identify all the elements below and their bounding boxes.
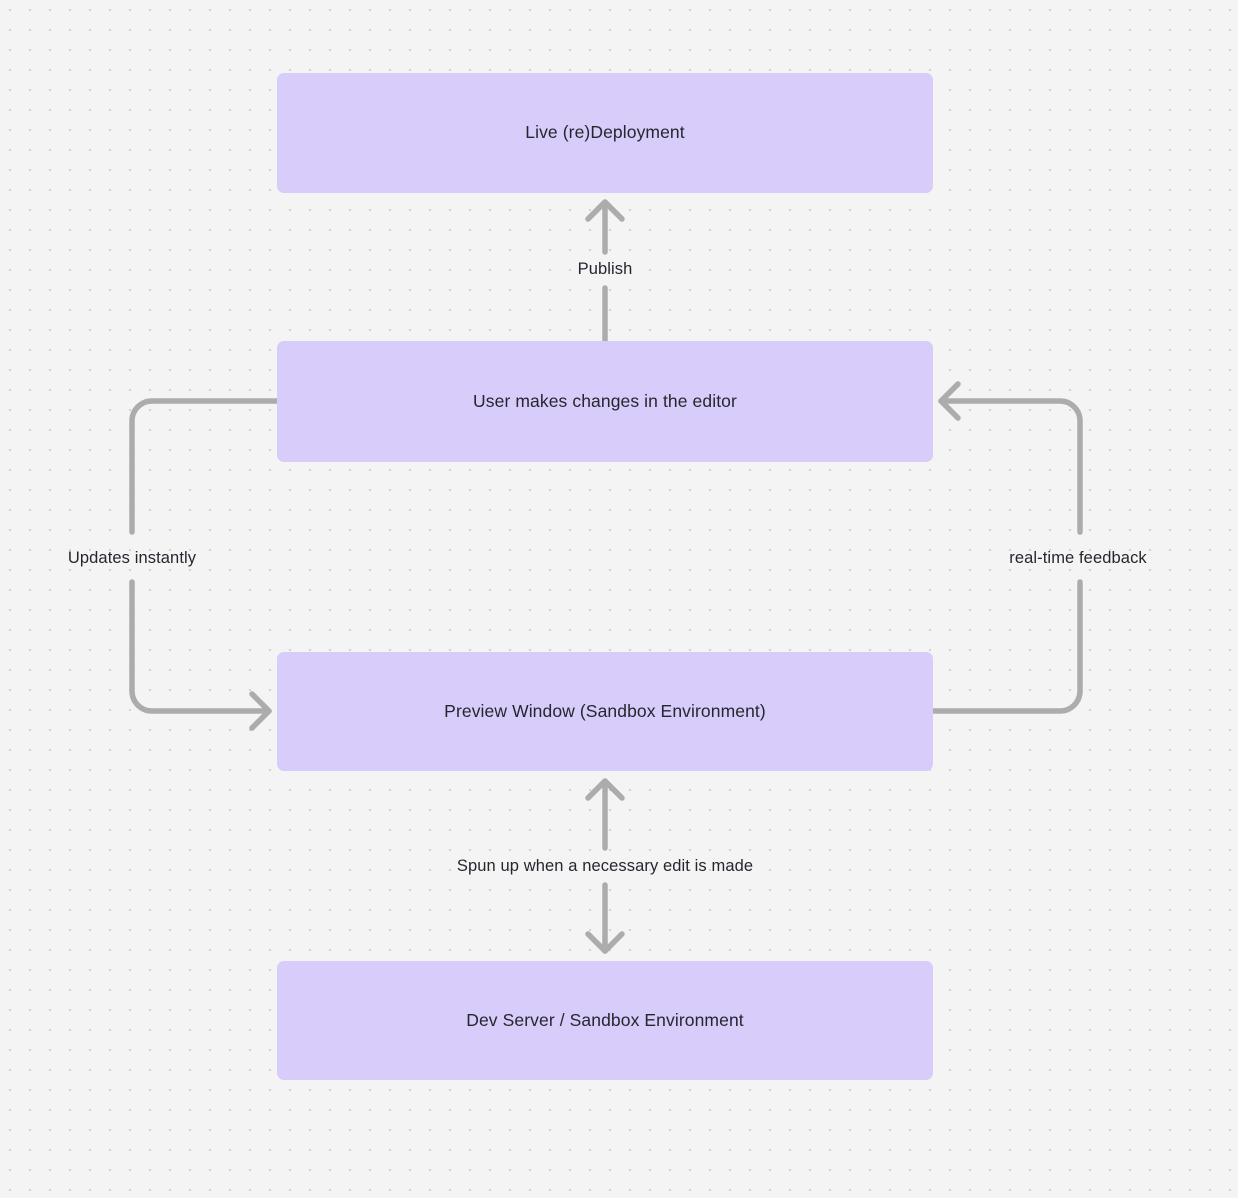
node-preview-window[interactable]: Preview Window (Sandbox Environment) [277,652,933,771]
edge-spun-arrowhead-up [585,778,625,801]
node-live-redeployment[interactable]: Live (re)Deployment [277,73,933,193]
node-dev-server[interactable]: Dev Server / Sandbox Environment [277,961,933,1080]
edge-spun-arrowhead-down [585,931,625,954]
edge-label-publish: Publish [577,259,633,278]
edge-label-real-time-feedback: real-time feedback [1009,548,1147,567]
node-label: Live (re)Deployment [525,122,685,143]
edge-feedback-line-lower [930,579,1083,714]
edge-publish-arrowhead-up [585,199,625,222]
edge-label-spun-up: Spun up when a necessary edit is made [456,856,754,875]
node-label: Dev Server / Sandbox Environment [466,1009,744,1030]
edge-feedback-line-upper [938,398,1083,535]
edge-label-updates-instantly: Updates instantly [67,548,197,567]
node-label: Preview Window (Sandbox Environment) [444,700,766,721]
node-label: User makes changes in the editor [473,390,737,411]
edge-updates-line-upper [129,398,280,535]
node-user-makes-changes[interactable]: User makes changes in the editor [277,341,933,462]
edge-feedback-arrowhead-left [938,381,961,421]
edge-feedback [930,381,1083,714]
edge-updates-arrowhead-right [249,691,272,731]
edge-updates-line-lower [129,579,272,714]
